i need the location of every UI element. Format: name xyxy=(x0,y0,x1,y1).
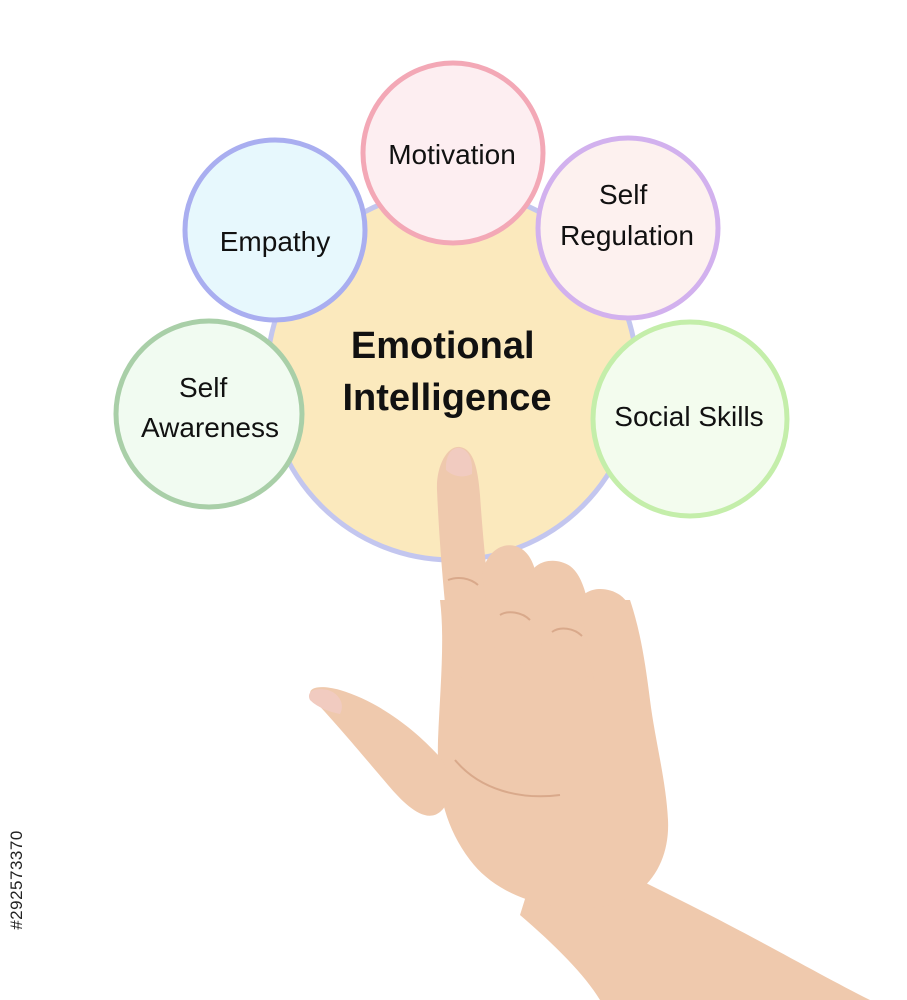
node-label: Self Regulation xyxy=(560,179,694,251)
palm-crease xyxy=(454,759,561,798)
node-motivation: Motivation xyxy=(360,60,546,246)
node-circle xyxy=(590,319,790,519)
node-label-line: Social Skills xyxy=(614,401,763,432)
middle-finger xyxy=(482,545,542,665)
stock-id-text: #292573370 xyxy=(7,830,27,930)
node-label-line: Self xyxy=(179,372,227,403)
node-circle xyxy=(182,137,368,323)
knuckle-crease xyxy=(447,576,583,637)
node-label: Motivation xyxy=(388,139,516,170)
node-circle xyxy=(113,318,305,510)
node-label-line: Self xyxy=(599,179,647,210)
node-label: Social Skills xyxy=(614,401,763,432)
node-label: Self Awareness xyxy=(141,372,279,443)
little-finger xyxy=(580,588,640,702)
node-empathy: Empathy xyxy=(182,137,368,323)
thumb xyxy=(310,687,450,816)
center-label: Emotional Intelligence xyxy=(342,325,551,419)
node-self-awareness: Self Awareness xyxy=(113,318,305,510)
stock-id-label: #292573370 xyxy=(4,760,30,1000)
center-label-line-2: Intelligence xyxy=(342,377,551,419)
node-circle xyxy=(535,135,721,321)
node-label-line: Empathy xyxy=(220,226,331,257)
node-label-line: Motivation xyxy=(388,139,516,170)
ring-finger xyxy=(528,560,592,680)
index-finger xyxy=(436,446,500,683)
pointing-hand-icon xyxy=(308,446,870,1000)
thumb-nail xyxy=(308,689,342,714)
node-label-line: Regulation xyxy=(560,220,694,251)
node-circle xyxy=(360,60,546,246)
index-fingernail xyxy=(445,447,473,477)
center-label-line-1: Emotional xyxy=(351,325,535,367)
node-label-line: Awareness xyxy=(141,412,279,443)
node-label: Empathy xyxy=(220,226,331,257)
node-social-skills: Social Skills xyxy=(590,319,790,519)
node-self-regulation: Self Regulation xyxy=(535,135,721,321)
